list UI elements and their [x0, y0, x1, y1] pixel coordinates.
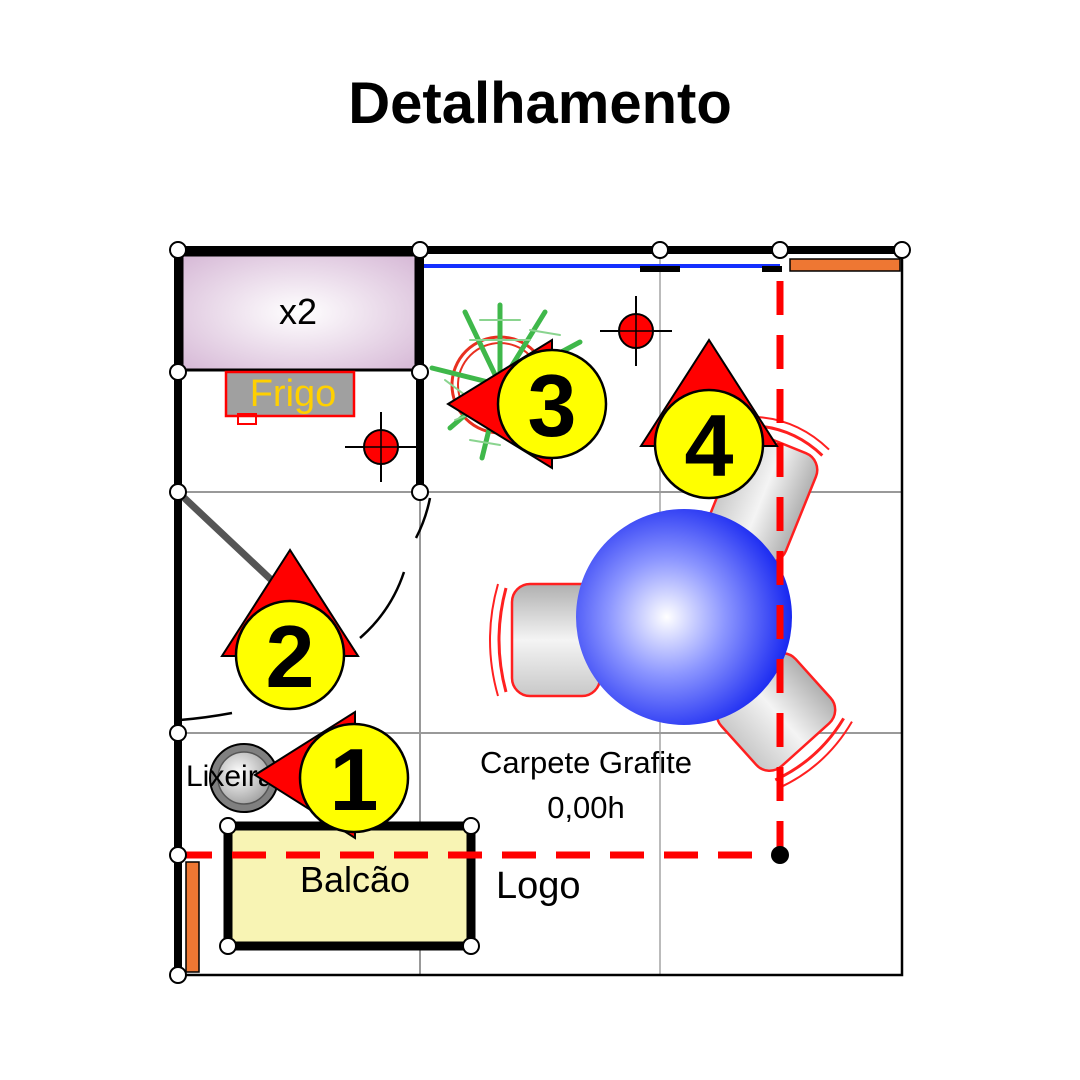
counter: [223, 821, 476, 951]
projection-line: [178, 262, 784, 859]
vertex-markers: [169, 241, 911, 984]
frigo-label: Frigo: [250, 373, 337, 415]
door-swing-arc-2: [414, 497, 432, 539]
line-endpoint: [771, 846, 789, 864]
logo-label: Logo: [496, 865, 581, 907]
frigo-base: [237, 413, 257, 425]
panel-top-right: [789, 258, 901, 272]
glass-supports: [640, 266, 782, 272]
spotlight-icon: [345, 412, 417, 482]
view-marker-3[interactable]: 3: [446, 338, 608, 470]
door: [175, 489, 285, 593]
spotlight-icon: [600, 296, 672, 366]
view-marker-2[interactable]: 2: [220, 548, 360, 711]
panel-bottom-left: [185, 861, 200, 973]
view-marker-1-number: 1: [330, 730, 379, 829]
view-marker-2-number: 2: [266, 607, 315, 706]
view-marker-3-number: 3: [528, 356, 577, 455]
view-marker-4[interactable]: 4: [639, 338, 779, 500]
door-swing-arc-3: [179, 711, 233, 722]
cooler-label: x2: [279, 291, 317, 332]
frigo: [224, 370, 356, 418]
counter-label: Balcão: [300, 859, 410, 900]
round-table: [576, 509, 792, 725]
view-marker-1[interactable]: 1: [253, 710, 410, 840]
cooler: [180, 253, 418, 372]
carpet-label: Carpete Grafite: [480, 745, 692, 780]
page-title: Detalhamento: [348, 71, 732, 136]
view-marker-4-number: 4: [685, 396, 734, 495]
door-swing-arc: [359, 571, 406, 639]
height-label: 0,00h: [547, 790, 625, 825]
